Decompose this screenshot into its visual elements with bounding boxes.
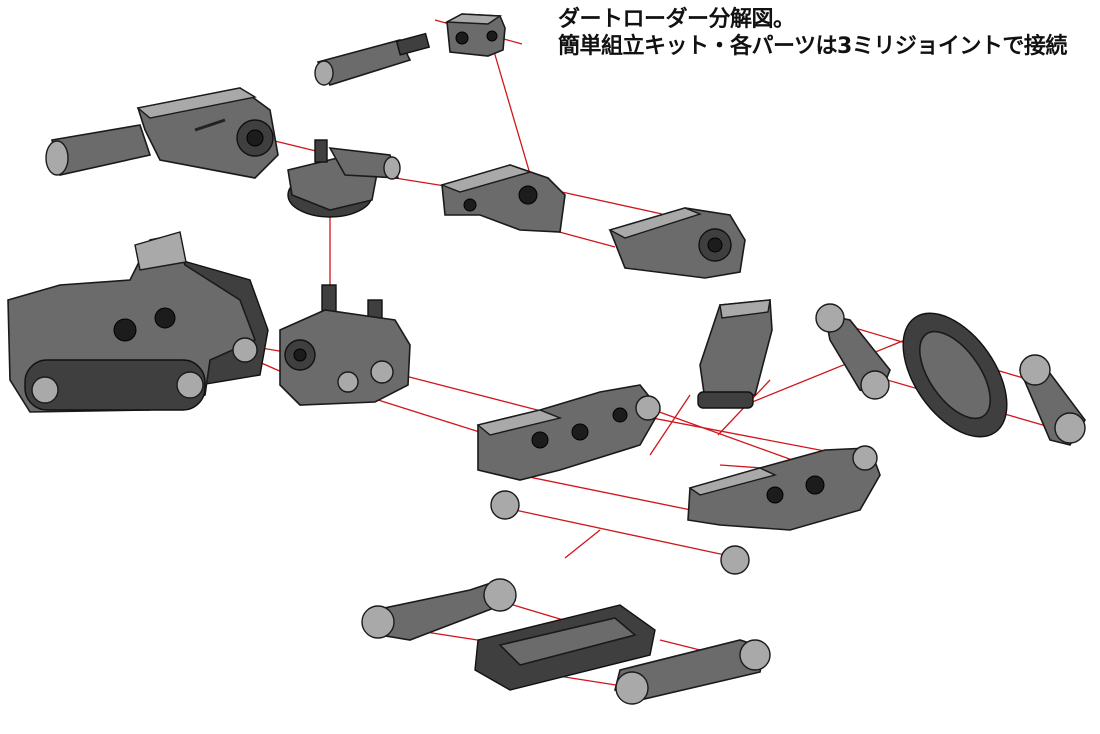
arm-bracket-part [608, 207, 746, 279]
central-hub-part [279, 284, 411, 406]
arm-cannon-part [45, 87, 279, 179]
diagram-caption: ダートローダー分解図。 簡単組立キット・各パーツは3ミリジョイントで接続 [558, 6, 1067, 60]
small-track-assembly [815, 303, 1086, 446]
seat-part [697, 299, 773, 409]
mid-chassis-part [476, 384, 661, 520]
bottom-track-assembly [361, 578, 771, 705]
right-chassis-part [687, 445, 881, 575]
assembled-tank-body [7, 231, 269, 413]
caption-title: ダートローダー分解図。 [558, 7, 795, 32]
turret-part [287, 139, 401, 218]
joint-cube-part [444, 13, 506, 57]
shoulder-bracket-part [439, 164, 566, 233]
small-barrel-part [314, 32, 431, 86]
caption-subtitle: 簡単組立キット・各パーツは3ミリジョイントで接続 [558, 34, 1067, 59]
